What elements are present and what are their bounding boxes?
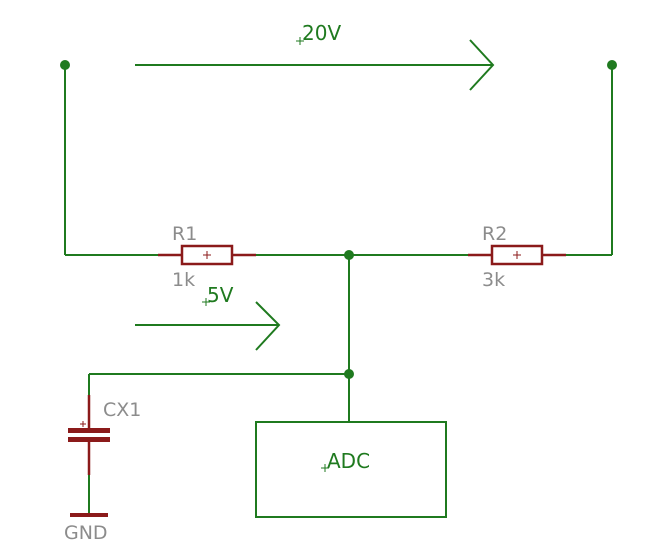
- capacitor-cx1-ref: CX1: [103, 399, 141, 421]
- voltage-label-20v-anchor: [296, 37, 304, 45]
- adc-label: ADC: [327, 449, 370, 473]
- adc-label-anchor: [321, 464, 329, 472]
- resistor-r2: [468, 244, 566, 266]
- resistor-r1-value: 1k: [172, 269, 195, 291]
- resistor-r1-ref: R1: [172, 223, 197, 245]
- voltage-label-5v: 5V: [207, 283, 234, 307]
- resistor-r2-value: 3k: [482, 269, 505, 291]
- voltage-arrow-5v: [135, 301, 281, 351]
- adc-block: [255, 421, 447, 518]
- voltage-label-5v-anchor: [202, 298, 210, 306]
- voltage-arrow-20v: [135, 39, 495, 91]
- resistor-r2-ref: R2: [482, 223, 507, 245]
- capacitor-cx1: [68, 395, 110, 475]
- ground-label: GND: [64, 522, 108, 544]
- voltage-label-20v: 20V: [302, 21, 341, 45]
- ground-symbol: [70, 513, 108, 517]
- resistor-r1: [158, 244, 256, 266]
